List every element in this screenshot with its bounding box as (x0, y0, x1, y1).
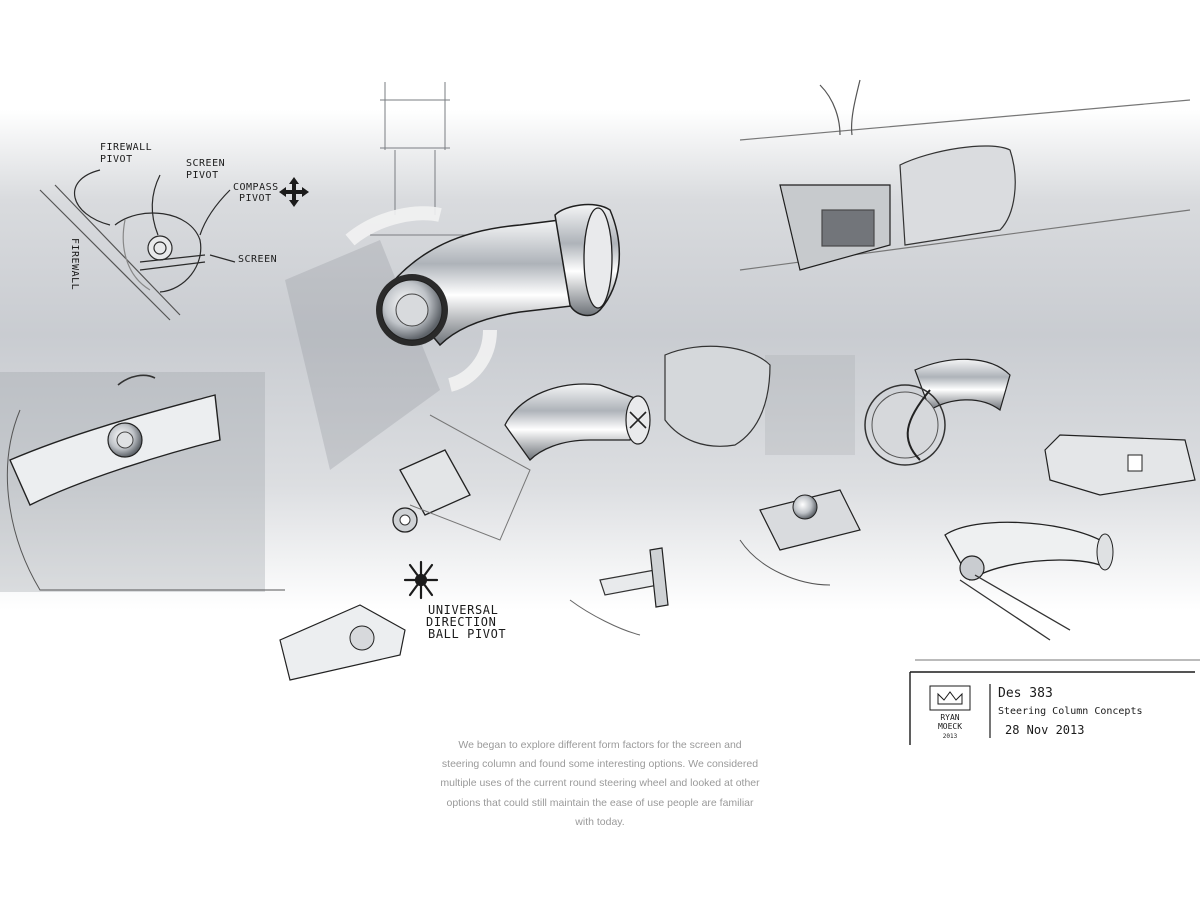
label-screen-pivot-1: SCREEN (186, 158, 225, 169)
logo-name-1: RYAN (940, 713, 959, 722)
firewall-pivot-sketch (39, 169, 236, 321)
compass-cross-icon (279, 177, 309, 207)
ball-pivot-icon (403, 560, 439, 600)
label-compass-pivot-2: PIVOT (239, 193, 272, 204)
knob-sketch-center (392, 414, 531, 541)
label-firewall-pivot-2: PIVOT (100, 154, 133, 165)
band-sketch-left (6, 374, 285, 591)
label-universal-3: BALL PIVOT (428, 627, 506, 641)
label-compass-pivot-1: COMPASS (233, 182, 279, 193)
label-screen: SCREEN (238, 254, 277, 265)
logo-year: 2013 (943, 733, 958, 740)
title-course: Des 383 (998, 686, 1053, 701)
title-block: RYAN MOECK 2013 Des 383 Steering Column … (909, 671, 1195, 745)
logo-name-2: MOECK (938, 722, 962, 731)
box-sketch-right (1044, 434, 1196, 496)
construction-column (370, 82, 470, 236)
ring-sketch-right (864, 358, 1011, 466)
title-date: 28 Nov 2013 (1005, 723, 1084, 737)
label-firewall-vertical: FIREWALL (69, 238, 80, 290)
folded-column-sketch (915, 521, 1200, 661)
column-sketch-top-right (739, 79, 1191, 271)
label-universal-1: UNIVERSAL (428, 603, 498, 617)
title-project: Steering Column Concepts (998, 706, 1143, 717)
shadow-block-right (765, 355, 855, 455)
box-sketch-bottom-left (279, 604, 406, 681)
description-caption: We began to explore different form facto… (440, 739, 760, 828)
t-joint-sketch (569, 547, 669, 636)
label-screen-pivot-2: PIVOT (186, 170, 219, 181)
label-universal-2: DIRECTION (426, 615, 496, 629)
crown-logo (929, 685, 971, 711)
pivot-bar-sketch (739, 489, 861, 586)
label-firewall-pivot-1: FIREWALL (100, 142, 152, 153)
elbow-column-sketch (345, 203, 620, 392)
segmented-column-sketch (504, 345, 771, 462)
